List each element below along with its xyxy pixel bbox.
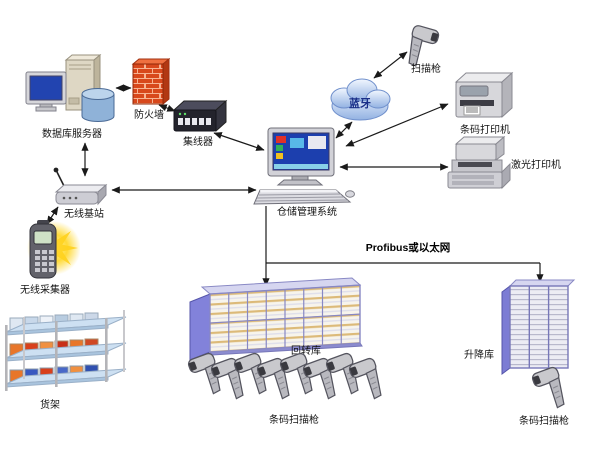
scanner-gun-label: 扫描枪 bbox=[411, 64, 441, 75]
lift-rack-label: 升降库 bbox=[464, 350, 494, 361]
hub-icon bbox=[172, 99, 228, 133]
link-hub-wms bbox=[213, 132, 265, 151]
carousel-rack-icon bbox=[189, 277, 363, 361]
wireless-collector-icon bbox=[27, 220, 80, 279]
barcode-printer-label: 条码打印机 bbox=[460, 125, 510, 136]
firewall-icon bbox=[131, 58, 170, 106]
wms-computer-icon bbox=[253, 127, 355, 205]
link-station-collector bbox=[46, 206, 59, 225]
wms-label: 仓储管理系统 bbox=[277, 207, 337, 218]
barcode-scanner-single-label: 条码扫描枪 bbox=[519, 416, 569, 427]
wireless-station-label: 无线基站 bbox=[64, 209, 104, 220]
storage-racks-icon bbox=[5, 310, 127, 391]
firewall-label: 防火墙 bbox=[134, 110, 164, 121]
wireless-collector-label: 无线采集器 bbox=[20, 285, 70, 296]
database-server-label: 数据库服务器 bbox=[42, 129, 102, 140]
bluetooth-cloud-label: 蓝牙 bbox=[349, 96, 371, 110]
database-server-icon bbox=[25, 54, 115, 122]
hub-label: 集线器 bbox=[183, 137, 213, 148]
bluetooth-cloud-icon: 蓝牙 bbox=[330, 78, 391, 121]
link-firewall-hub bbox=[158, 104, 176, 112]
wireless-station-icon bbox=[53, 167, 108, 206]
barcode-printer-icon bbox=[454, 71, 514, 119]
laser-printer-icon bbox=[447, 135, 511, 190]
barcode-scanner-row-label: 条码扫描枪 bbox=[269, 415, 319, 426]
link-cloud-scanner bbox=[373, 51, 408, 79]
carousel-rack-label: 回转库 bbox=[291, 346, 321, 357]
lift-rack-icon bbox=[501, 279, 576, 375]
link-wms-barcode-printer bbox=[345, 103, 449, 147]
bus-label: Profibus或以太网 bbox=[365, 242, 451, 254]
mouse-icon bbox=[345, 190, 355, 198]
storage-racks-label: 货架 bbox=[40, 400, 60, 411]
laser-printer-label: 激光打印机 bbox=[511, 160, 561, 171]
